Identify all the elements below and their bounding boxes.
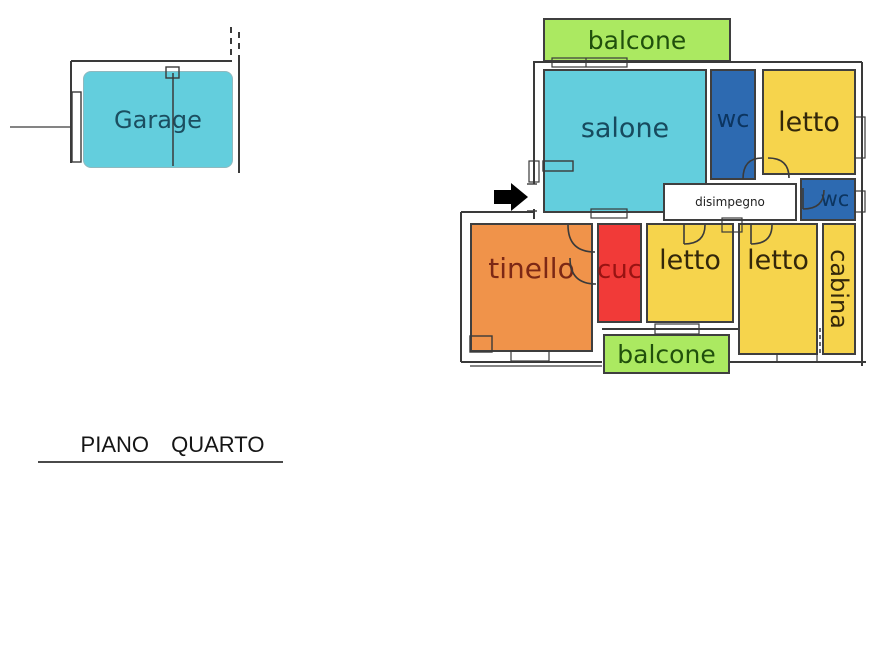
letto-right-label: letto xyxy=(747,245,809,276)
letto-mid-label: letto xyxy=(659,245,721,276)
room-wc-right: wc xyxy=(800,178,856,221)
room-disimpegno: disimpegno xyxy=(663,183,797,221)
disimpegno-label: disimpegno xyxy=(695,195,765,209)
room-wc-top: wc xyxy=(710,69,756,180)
room-balcone-top: balcone xyxy=(543,18,731,62)
wc-top-label: wc xyxy=(716,105,750,133)
room-letto-right: letto xyxy=(738,223,818,355)
room-tinello: tinello xyxy=(470,223,593,352)
room-salone: salone xyxy=(543,69,707,213)
cucina-label: cuc xyxy=(596,255,643,285)
room-letto-mid: letto xyxy=(646,223,734,323)
room-balcone-bottom: balcone xyxy=(603,334,730,374)
garage-label: Garage xyxy=(114,105,202,134)
room-letto-top: letto xyxy=(762,69,856,175)
balcone-top-label: balcone xyxy=(587,25,687,55)
room-cucina: cuc xyxy=(597,223,642,323)
tinello-label: tinello xyxy=(488,252,575,285)
balcone-bottom-label: balcone xyxy=(617,339,716,369)
cabina-label: cabina xyxy=(825,249,854,329)
room-cabina: cabina xyxy=(822,223,856,355)
floor-label-underline xyxy=(38,461,283,463)
wc-right-label: wc xyxy=(820,187,850,211)
letto-top-label: letto xyxy=(778,106,840,138)
salone-label: salone xyxy=(580,113,670,144)
floor-label: PIANO QUARTO xyxy=(80,432,265,457)
room-garage: Garage xyxy=(83,71,233,168)
